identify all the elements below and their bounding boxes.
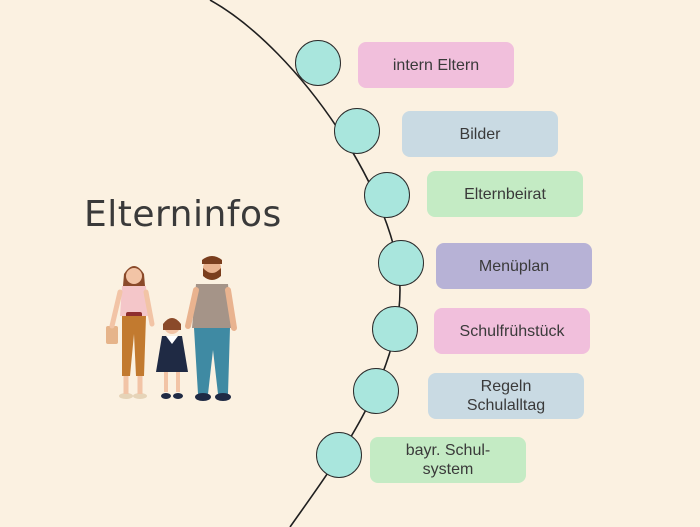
timeline-node[interactable] (295, 40, 341, 86)
child-figure (156, 318, 188, 399)
mother-figure (106, 266, 155, 399)
menu-item-regeln-schulalltag[interactable]: Regeln Schulalltag (428, 373, 584, 419)
menu-item-elternbeirat[interactable]: Elternbeirat (427, 171, 583, 217)
menu-item-bilder[interactable]: Bilder (402, 111, 558, 157)
menu-item-schulfruehstueck[interactable]: Schulfrühstück (434, 308, 590, 354)
page-title: Elterninfos (84, 194, 282, 235)
timeline-node[interactable] (353, 368, 399, 414)
timeline-node[interactable] (364, 172, 410, 218)
family-illustration (106, 256, 237, 401)
menu-item-bayr-schulsystem[interactable]: bayr. Schul- system (370, 437, 526, 483)
timeline-node[interactable] (372, 306, 418, 352)
timeline-node[interactable] (316, 432, 362, 478)
father-figure (185, 256, 237, 401)
timeline-node[interactable] (334, 108, 380, 154)
menu-item-menueplan[interactable]: Menüplan (436, 243, 592, 289)
timeline-node[interactable] (378, 240, 424, 286)
menu-item-intern-eltern[interactable]: intern Eltern (358, 42, 514, 88)
